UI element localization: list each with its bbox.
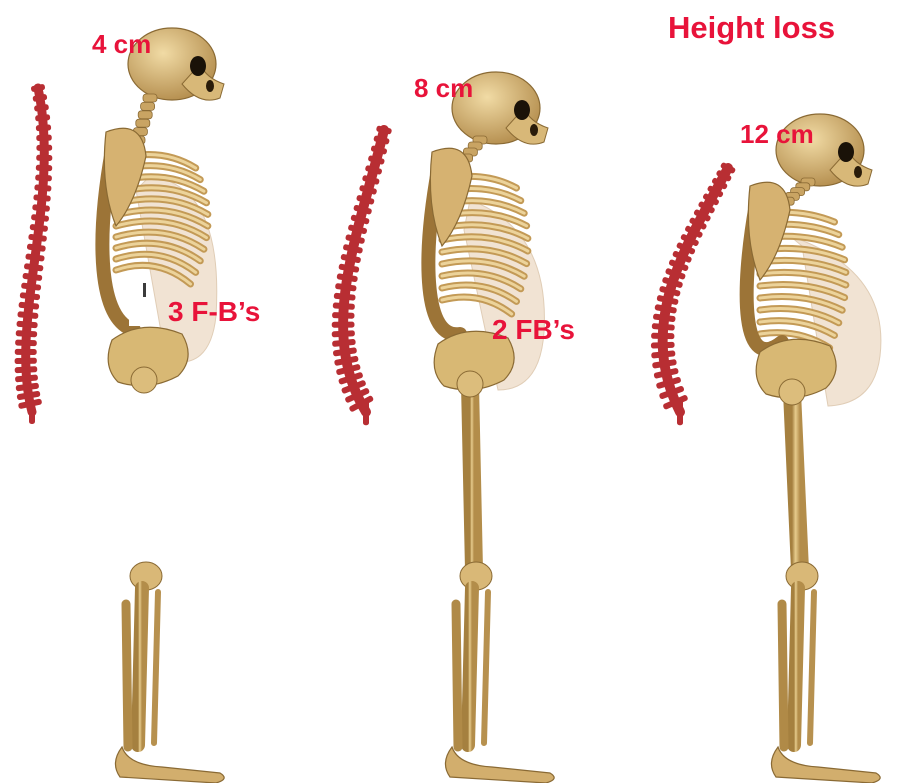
skeleton-figure-1 [102, 28, 224, 783]
vertebra [16, 321, 37, 329]
vertebra [651, 350, 676, 358]
vertebra [34, 104, 49, 112]
vertebra [35, 174, 52, 181]
tibia [794, 588, 798, 745]
foot [115, 747, 224, 783]
cervical-vertebra [136, 119, 150, 127]
nasal-cavity [206, 80, 214, 92]
nasal-cavity [854, 166, 862, 178]
vertebra [652, 323, 675, 331]
vertebra [36, 165, 53, 172]
vertebra [20, 292, 41, 300]
vertebra [21, 282, 41, 290]
fibula [154, 592, 158, 743]
chart-title: Height loss [668, 10, 835, 46]
vertebra [24, 263, 44, 272]
vertebra [30, 224, 49, 232]
vertebra [16, 330, 38, 337]
vertebra [32, 94, 47, 102]
rear-leg-bone [782, 604, 784, 747]
vertebra [333, 302, 355, 310]
cervical-vertebra [138, 111, 152, 119]
detached-spine-3 [651, 162, 736, 425]
vertebra [15, 339, 37, 346]
skeleton-figure-2 [428, 72, 554, 783]
rear-leg-bone [126, 604, 128, 747]
vertebra [36, 135, 52, 142]
vertebra [17, 311, 38, 319]
femur [792, 392, 800, 570]
skeleton-figure-3 [747, 114, 881, 783]
vertebra [332, 322, 355, 328]
vertebra [31, 214, 49, 222]
vertebra [332, 339, 356, 347]
vertebra [36, 155, 52, 161]
foot [445, 747, 554, 783]
vertebra [363, 399, 369, 425]
femur [470, 384, 474, 570]
vertebra [332, 312, 355, 319]
vertebra [29, 400, 35, 424]
cervical-vertebra [141, 102, 155, 110]
vertebra [15, 366, 38, 373]
detached-spine-1 [15, 84, 53, 424]
vertebra [651, 342, 675, 349]
rear-leg-bone [456, 604, 458, 747]
tibia [468, 588, 472, 745]
vertebra [28, 234, 47, 242]
vertebra [35, 114, 50, 121]
femoral-head [779, 379, 805, 405]
vertebra [332, 330, 355, 337]
fingerbreadth-gap-tick [143, 283, 146, 297]
vertebra [36, 145, 52, 151]
femoral-head [131, 367, 157, 393]
cervical-vertebra [143, 94, 157, 102]
vertebra [15, 374, 38, 382]
eye-socket [514, 100, 530, 120]
vertebra [677, 399, 683, 425]
vertebra [15, 349, 37, 355]
detached-spine-2 [332, 125, 393, 425]
vertebra [651, 333, 674, 339]
vertebra [22, 273, 42, 281]
height-loss-label-2: 8 cm [414, 73, 473, 104]
vertebra [334, 293, 356, 301]
vertebra [36, 124, 52, 131]
vertebra [18, 302, 39, 310]
tibia [138, 588, 142, 745]
scapula [748, 182, 790, 280]
vertebra [34, 184, 51, 191]
femoral-head [457, 371, 483, 397]
nasal-cavity [530, 124, 538, 136]
fibula [810, 592, 814, 743]
vertebra [27, 243, 46, 251]
vertebra [33, 194, 51, 202]
eye-socket [190, 56, 206, 76]
fibula [484, 592, 488, 743]
height-loss-label-1: 4 cm [92, 29, 151, 60]
eye-socket [838, 142, 854, 162]
fingerbreadth-label-1: 3 F-B’s [168, 296, 260, 328]
vertebra [25, 253, 45, 261]
vertebra [31, 84, 46, 93]
height-loss-label-3: 12 cm [740, 119, 814, 150]
vertebra [32, 204, 50, 212]
fingerbreadth-label-2: 2 FB’s [492, 314, 575, 346]
vertebra [15, 358, 37, 364]
foot [771, 747, 880, 783]
